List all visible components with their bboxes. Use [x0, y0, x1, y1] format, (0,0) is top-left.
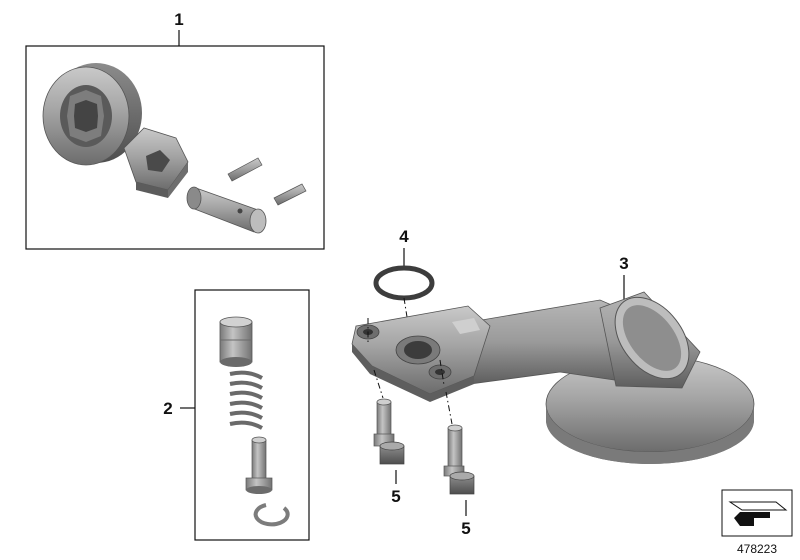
inner-rotor — [123, 127, 189, 198]
relief-valve-piston — [219, 316, 253, 367]
reference-number: 478223 — [737, 542, 777, 556]
dowel-pin-2 — [273, 183, 307, 206]
part-group-1-frame — [25, 45, 325, 250]
callout-5-right: 5 — [461, 519, 470, 538]
callout-3: 3 — [619, 254, 628, 273]
relief-valve-plunger — [245, 436, 273, 494]
part-5-screw-right: 5 — [443, 391, 475, 538]
part-3-oil-suction-pipe: 3 — [351, 254, 755, 464]
diagram-orientation-arrow-icon — [721, 489, 793, 537]
callout-1: 1 — [174, 10, 183, 29]
pump-shaft — [186, 186, 267, 234]
part-group-2-box: 2 — [163, 289, 310, 541]
outer-rotor — [42, 63, 142, 166]
callout-4: 4 — [399, 227, 409, 246]
callout-2: 2 — [163, 399, 172, 418]
retaining-circlip — [253, 503, 290, 527]
relief-valve-spring — [229, 370, 263, 430]
part-group-1-box: 1 — [25, 10, 325, 250]
callout-5-left: 5 — [391, 487, 400, 506]
part-group-2-frame — [194, 289, 310, 541]
dowel-pin-1 — [227, 157, 263, 182]
part-5-screw-left: 5 — [373, 369, 405, 506]
